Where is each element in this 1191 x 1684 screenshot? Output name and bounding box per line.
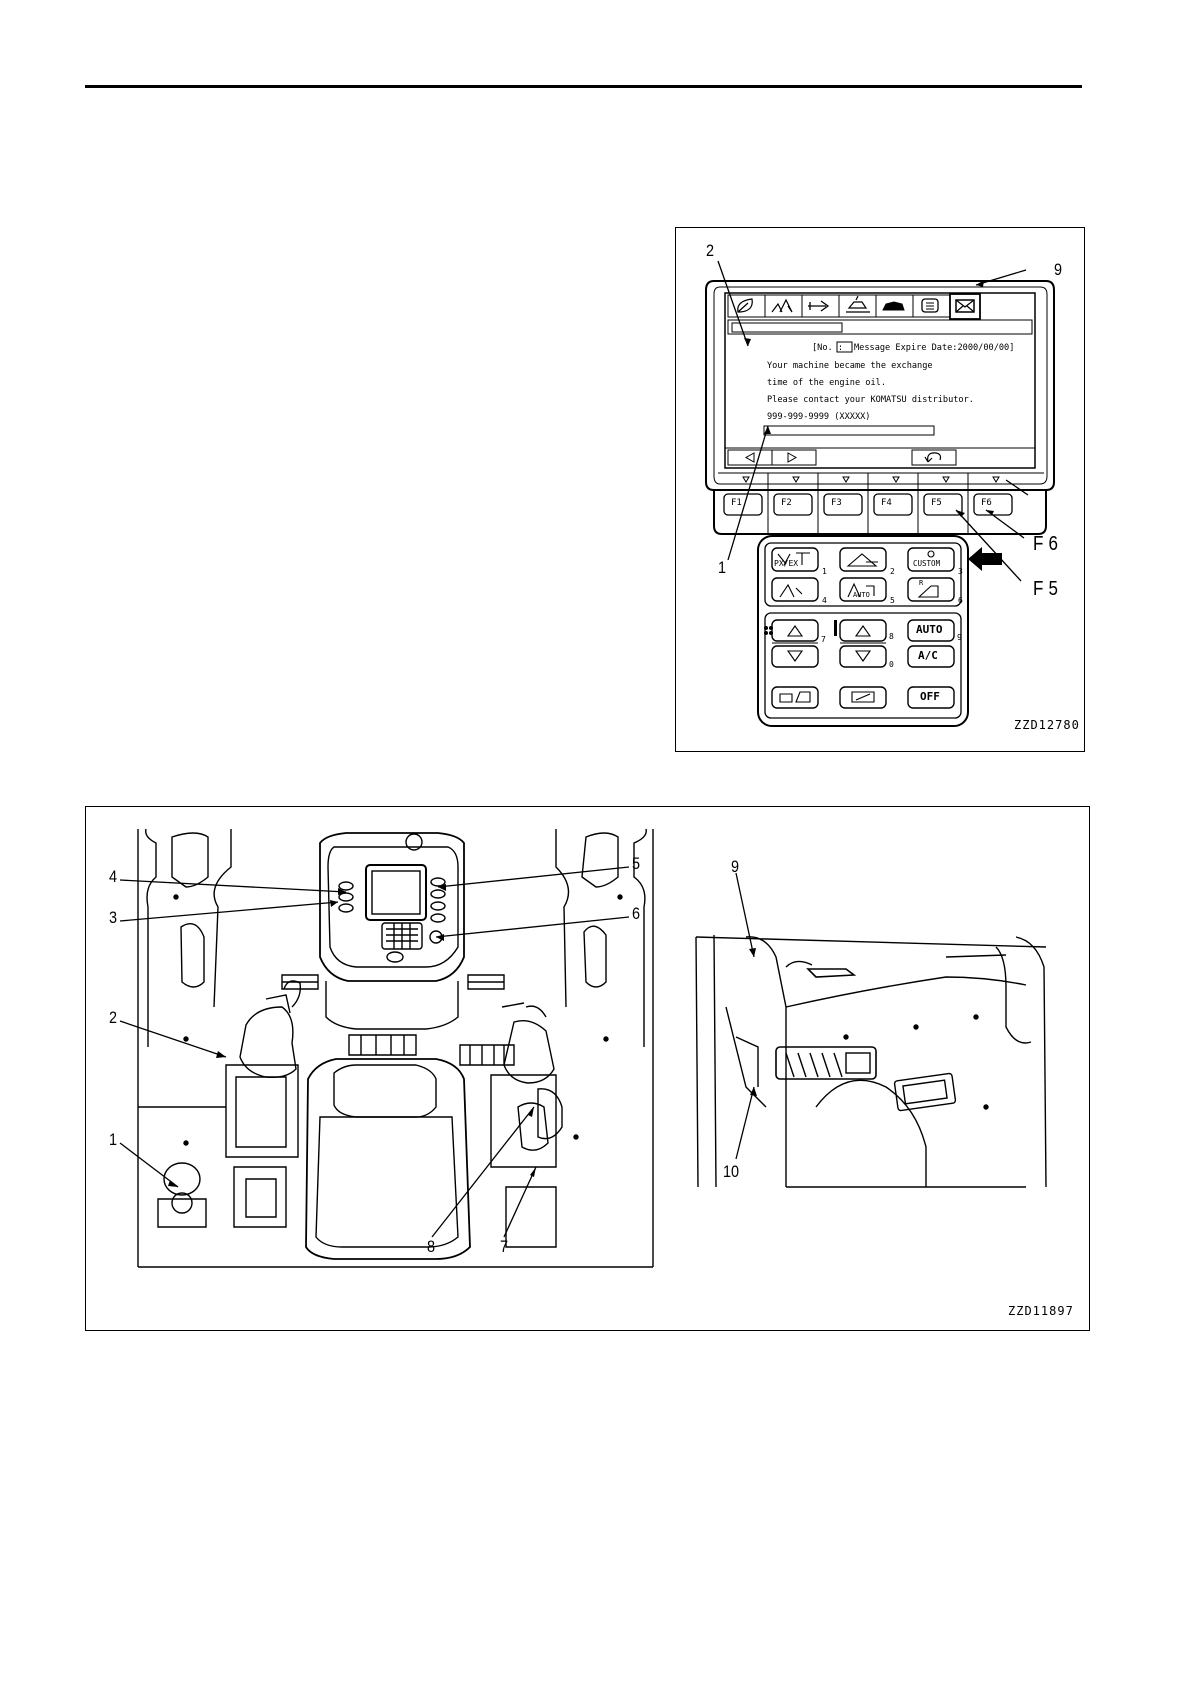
- cab-figure: 4 3 5 6 2 1 8 7 9 10 ZZD11897: [85, 806, 1090, 1331]
- callout-1: 1: [718, 558, 726, 578]
- callout-1: 1: [109, 1130, 117, 1150]
- callout-2: 2: [109, 1008, 117, 1028]
- f6-key: F6: [981, 498, 992, 508]
- callout-f5: F5: [1033, 578, 1063, 601]
- header-rule: [85, 85, 1082, 88]
- message-line-1: Your machine became the exchange: [767, 361, 933, 371]
- switch-label-custom: CUSTOM: [913, 559, 940, 568]
- callout-4: 4: [109, 867, 117, 887]
- f5-key: F5: [931, 498, 942, 508]
- switch-num-5: 5: [890, 596, 895, 605]
- callout-5: 5: [632, 854, 640, 874]
- switch-num-0: 0: [889, 660, 894, 669]
- callout-8: 8: [427, 1237, 435, 1257]
- callout-6: 6: [632, 904, 640, 924]
- monitor-figure: [No. : Message Expire Date:2000/00/00] Y…: [675, 227, 1085, 752]
- figure-code: ZZD12780: [1014, 718, 1080, 732]
- switch-num-3: 3: [958, 567, 963, 576]
- thermometer-icon: [834, 620, 837, 636]
- message-line-3: Please contact your KOMATSU distributor.: [767, 395, 974, 405]
- switch-num-2: 2: [890, 567, 895, 576]
- switch-num-8: 8: [889, 632, 894, 641]
- callout-10: 10: [723, 1162, 739, 1182]
- message-line-2: time of the engine oil.: [767, 378, 886, 388]
- ceiling-control: [808, 969, 854, 977]
- cab-ceiling-drawing: [696, 935, 1046, 1187]
- switch-label-auto-small: AUTO: [853, 591, 870, 599]
- callout-9: 9: [731, 857, 739, 877]
- message-expire-date: Message Expire Date:2000/00/00]: [854, 343, 1014, 353]
- switch-label-pxex: PX/EX: [774, 559, 798, 568]
- callout-2: 2: [706, 241, 714, 261]
- message-line-4: 999-999-9999 (XXXXX): [767, 412, 870, 422]
- f3-key: F3: [831, 498, 842, 508]
- ac-auto-button[interactable]: AUTO: [916, 623, 943, 636]
- figure-code: ZZD11897: [1008, 1304, 1074, 1318]
- callout-3: 3: [109, 908, 117, 928]
- screen-tabs: [728, 294, 980, 319]
- callout-9: 9: [1054, 260, 1062, 280]
- callout-7: 7: [500, 1237, 508, 1257]
- switch-num-9: 9: [957, 633, 962, 642]
- switch-num-4: 4: [822, 596, 827, 605]
- switch-num-7: 7: [821, 635, 826, 644]
- f1-key: F1: [731, 498, 742, 508]
- f2-key: F2: [781, 498, 792, 508]
- switch-label-r: R: [919, 579, 923, 587]
- operator-seat: [306, 1059, 470, 1259]
- callout-f6: F6: [1033, 533, 1063, 556]
- switch-num-6: 6: [958, 596, 963, 605]
- f4-key: F4: [881, 498, 892, 508]
- operator-station-drawing: [138, 829, 653, 1267]
- ac-aircon-button[interactable]: A/C: [918, 649, 938, 662]
- switch-num-1: 1: [822, 567, 827, 576]
- ac-off-button[interactable]: OFF: [920, 690, 940, 703]
- arrow-pointer-icon: [968, 546, 1004, 572]
